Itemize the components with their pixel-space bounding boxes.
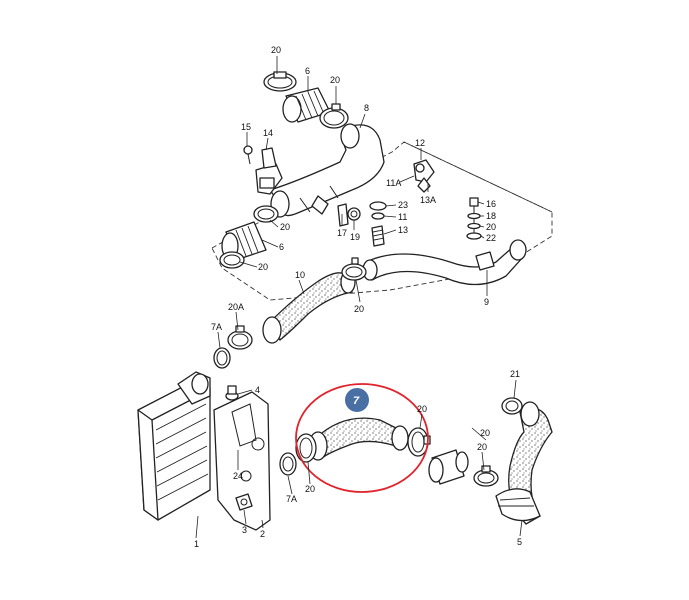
callout-18: 18 — [486, 211, 496, 221]
mid-hose-6 — [221, 221, 267, 261]
callout-10: 10 — [295, 270, 305, 280]
hose-10 — [262, 270, 356, 344]
mid-clamp-20b — [219, 251, 245, 269]
callout-20: 20 — [486, 222, 496, 232]
upper-hose-6 — [282, 87, 331, 123]
callout-20: 20 — [280, 222, 290, 232]
callout-11a: 11A — [386, 178, 401, 188]
highlight-circle — [295, 383, 429, 493]
callout-6: 6 — [305, 66, 310, 76]
upper-clamp-20 — [263, 71, 297, 92]
intercooler-1 — [137, 371, 211, 521]
callout-20: 20 — [354, 304, 364, 314]
callout-16: 16 — [486, 199, 496, 209]
leader-lines — [195, 56, 523, 539]
clamp-20-hose5 — [473, 465, 499, 487]
callout-21: 21 — [510, 369, 520, 379]
callout-3: 3 — [242, 525, 247, 535]
callout-labels: 20 6 20 8 15 14 12 11A 13A 23 11 13 17 1… — [194, 45, 522, 549]
clamp-20a — [227, 325, 253, 350]
callout-5: 5 — [517, 537, 522, 547]
bolt-4 — [225, 385, 239, 401]
callout-12: 12 — [415, 138, 425, 148]
callout-19: 19 — [350, 232, 360, 242]
bolt-15 — [243, 145, 253, 165]
callout-20: 20 — [417, 404, 427, 414]
callout-20: 20 — [258, 262, 268, 272]
clamp-20-hose7-left — [295, 433, 317, 463]
hose-5 — [495, 401, 553, 525]
svg-text:7: 7 — [353, 395, 360, 407]
clamp-21 — [501, 397, 523, 415]
callout-23: 23 — [398, 200, 408, 210]
callout-15: 15 — [241, 122, 251, 132]
highlight-badge[interactable]: 7 — [345, 388, 369, 412]
bolt-stack-16-22 — [466, 197, 482, 240]
hose-9 — [362, 239, 527, 286]
callout-22: 22 — [486, 233, 496, 243]
callout-4: 4 — [255, 385, 260, 395]
mid-clamp-20 — [253, 205, 279, 223]
callout-13a: 13A — [420, 195, 436, 205]
callout-20: 20 — [477, 442, 487, 452]
oring-7a-upper — [213, 347, 231, 369]
hose-7 — [308, 417, 409, 461]
callout-20: 20 — [330, 75, 340, 85]
callout-17: 17 — [337, 228, 347, 238]
callout-14: 14 — [263, 128, 273, 138]
assembly-outline-edge — [403, 141, 553, 213]
bracket-14 — [255, 147, 283, 195]
callout-6: 6 — [279, 242, 284, 252]
callout-8: 8 — [364, 103, 369, 113]
small-parts-23-11 — [369, 201, 387, 247]
callout-2: 2 — [260, 529, 265, 539]
nut-3 — [235, 493, 253, 511]
upper-clamp-20b — [319, 103, 349, 129]
callout-20a: 20A — [228, 302, 244, 312]
callout-13: 13 — [398, 225, 408, 235]
clamp-20-right — [341, 257, 367, 281]
callout-7a: 7A — [286, 494, 297, 504]
callout-11: 11 — [398, 212, 407, 222]
callout-9: 9 — [484, 297, 489, 307]
oring-7a-lower — [279, 452, 297, 476]
connector-pipe — [428, 449, 469, 485]
pipe-8 — [269, 123, 385, 218]
small-parts-17-19 — [337, 203, 361, 227]
callout-1: 1 — [194, 539, 199, 549]
callout-24: 24 — [233, 471, 243, 481]
callout-20: 20 — [480, 428, 490, 438]
callout-20: 20 — [271, 45, 281, 55]
valve-12 — [413, 159, 435, 193]
callout-7a: 7A — [211, 322, 222, 332]
callout-20: 20 — [305, 484, 315, 494]
